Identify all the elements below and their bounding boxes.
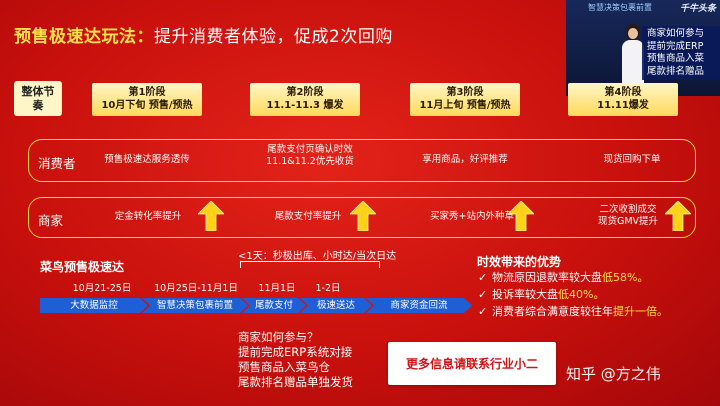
stage-row-label: 整体节奏 (14, 81, 62, 116)
video-overlay-line: 商家如何参与 (647, 28, 705, 39)
consumer-lane (28, 139, 696, 182)
timeline-title: 菜鸟预售极速达 (40, 260, 125, 274)
check-icon: ✓ (478, 305, 488, 318)
benefit-text: 投诉率较大盘 (492, 288, 558, 301)
benefit-item: ✓ 消费者综合满意度较往年提升一倍。 (478, 304, 668, 319)
merchant-cell-2: 尾款支付率提升 (274, 211, 342, 222)
video-logo: 千牛头条 (679, 4, 716, 14)
how-to-heading: 商家如何参与？ (238, 330, 319, 344)
stage-name: 第3阶段 (446, 87, 484, 98)
video-overlay-text: 商家如何参与 提前完成ERP 预售商品入菜 尾款排名赠品 (642, 26, 720, 80)
video-overlay-line: 尾款排名赠品 (647, 65, 705, 77)
benefit-highlight: 低40%。 (558, 288, 605, 301)
stage-name: 第2阶段 (286, 87, 324, 98)
check-icon: ✓ (478, 288, 488, 301)
timeline-step: 尾款支付 (242, 298, 306, 313)
timeline-date: 10月21-25日 (72, 283, 132, 294)
stage-4: 第4阶段 11.11爆发 (568, 83, 678, 116)
stage-desc: 11.11爆发 (597, 100, 649, 111)
timeline-date: 1-2日 (315, 283, 341, 294)
stage-name: 第1阶段 (128, 87, 166, 98)
how-to-line: 预售商品入菜鸟仓 (238, 360, 330, 374)
benefit-item: ✓ 投诉率较大盘低40%。 (478, 287, 604, 302)
up-arrow-icon (508, 201, 534, 231)
timeline-bracket (240, 261, 380, 268)
timeline-step: 极速送达 (300, 298, 372, 313)
benefit-item: ✓ 物流原因退款率较大盘低58%。 (478, 270, 648, 285)
merchant-cell-3: 买家秀+站内外种草 (430, 211, 514, 222)
timeline-date: 11月1日 (258, 283, 296, 294)
merchant-cell-1: 定金转化率提升 (114, 211, 182, 222)
title-highlight: 预售极速达玩法： (14, 27, 154, 47)
presenter-video[interactable]: 智慧决策包裹前置 千牛头条 商家如何参与 提前完成ERP 预售商品入菜 尾款排名… (566, 0, 720, 96)
video-overlay-line: 提前完成ERP (647, 40, 704, 52)
up-arrow-icon (665, 201, 691, 231)
timeline-step: 商家资金回流 (366, 298, 472, 313)
consumer-lane-label: 消费者 (38, 156, 76, 171)
how-to-participate: 商家如何参与？ 提前完成ERP系统对接 预售商品入菜鸟仓 尾款排名赠品单独发货 (238, 330, 353, 390)
stage-3: 第3阶段 11月上旬 预售/预热 (410, 83, 520, 116)
up-arrow-icon (350, 201, 376, 231)
stage-desc: 11月上旬 预售/预热 (419, 100, 511, 111)
stage-2: 第2阶段 11.1-11.3 爆发 (250, 83, 360, 116)
contact-cta-button[interactable]: 更多信息请联系行业小二 (388, 342, 556, 385)
stage-desc: 10月下旬 预售/预热 (101, 100, 193, 111)
how-to-line: 提前完成ERP系统对接 (238, 345, 353, 359)
benefit-text: 消费者综合满意度较往年 (492, 305, 613, 318)
timeline-date: 10月25日-11月1日 (154, 283, 238, 294)
stage-1: 第1阶段 10月下旬 预售/预热 (92, 83, 202, 116)
slide-title: 预售极速达玩法：提升消费者体验，促成2次回购 (14, 22, 393, 47)
consumer-cell-2: 尾款支付页确认时效 11.1&11.2优先收货 (266, 144, 354, 167)
title-rest: 提升消费者体验，促成2次回购 (154, 27, 393, 47)
benefit-highlight: 低58%。 (602, 271, 649, 284)
how-to-line: 尾款排名赠品单独发货 (238, 375, 353, 389)
merchant-lane-label: 商家 (38, 213, 64, 228)
consumer-cell-3: 享用商品，好评推荐 (422, 154, 508, 165)
stage-desc: 11.1-11.3 爆发 (266, 100, 344, 111)
benefits-title: 时效带来的优势 (477, 255, 562, 269)
video-banner: 智慧决策包裹前置 (588, 3, 652, 12)
up-arrow-icon (198, 201, 224, 231)
benefit-text: 物流原因退款率较大盘 (492, 271, 602, 284)
presenter-figure (620, 24, 646, 96)
timeline-note: <1天：秒极出库、小时达/当次日达 (238, 251, 397, 262)
check-icon: ✓ (478, 271, 488, 284)
zhihu-watermark: 知乎 @方之伟 (566, 365, 661, 383)
video-overlay-line: 预售商品入菜 (647, 53, 705, 64)
benefit-highlight: 提升一倍。 (613, 305, 668, 318)
consumer-cell-4: 现货回购下单 (603, 154, 661, 165)
timeline-step: 大数据监控 (40, 298, 148, 313)
timeline-step: 智慧决策包裹前置 (142, 298, 248, 313)
merchant-cell-4: 二次收割成交 现货GMV提升 (597, 204, 659, 227)
stage-name: 第4阶段 (604, 87, 642, 98)
consumer-cell-1: 预售极速达服务透传 (104, 154, 190, 165)
merchant-lane (28, 197, 696, 238)
